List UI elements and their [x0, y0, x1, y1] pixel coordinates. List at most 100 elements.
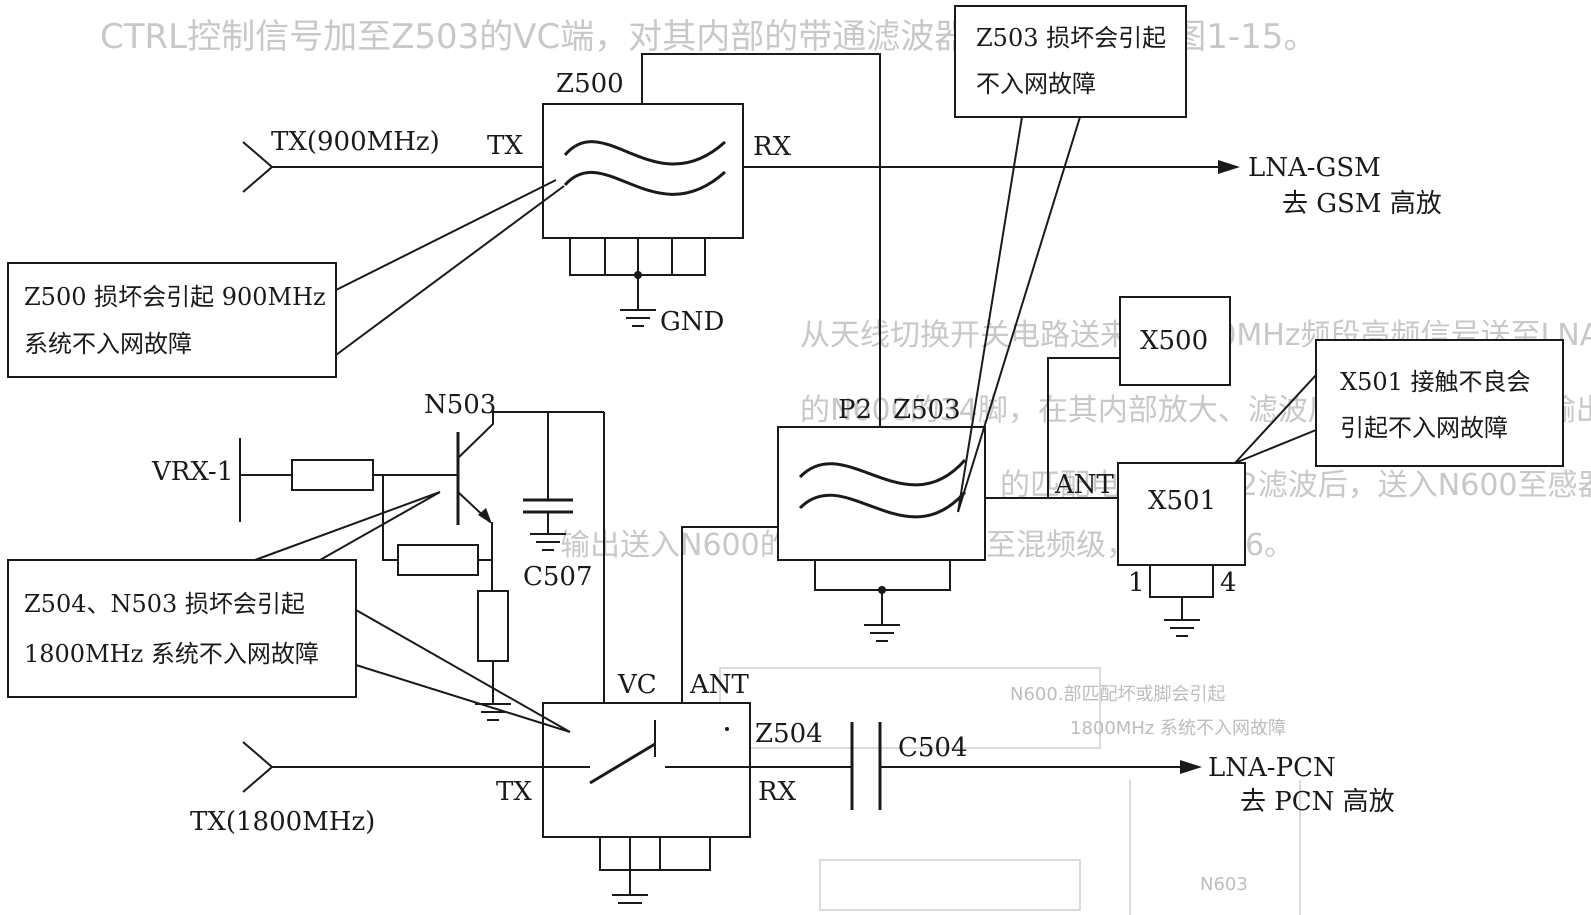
z504-vc-label: VC [617, 670, 657, 700]
z504-ant-label: ANT [689, 670, 750, 700]
z500-body [542, 103, 744, 239]
callout-z504-n503-leader-z504 [355, 609, 571, 733]
lna-gsm-label: LNA-GSM [1248, 153, 1381, 183]
lna-gsm-arrowhead [1218, 160, 1240, 174]
faint-note-line-2: 1800MHz 系统不入网故障 [1070, 718, 1286, 739]
lna-pcn-label: LNA-PCN [1208, 753, 1336, 783]
x500-name: X500 [1140, 326, 1208, 356]
tx900-input: TX(900MHz) [242, 127, 543, 193]
x501-body [1117, 462, 1246, 566]
tx1800-input: TX(1800MHz) [190, 741, 590, 837]
lna-pcn-sublabel: 去 PCN 高放 [1240, 787, 1395, 817]
z500-filter-wave-top [563, 140, 727, 166]
z500-ground-node [634, 271, 642, 279]
callout-x501-line-1: X501 接触不良会 [1340, 368, 1531, 396]
c507-name: C507 [523, 562, 593, 592]
z503-ant-label: ANT [1054, 470, 1115, 500]
z504-name: Z504 [755, 719, 823, 749]
callout-x501: X501 接触不良会 引起不入网故障 [1234, 339, 1564, 467]
x501-pin4-label: 4 [1220, 568, 1237, 598]
z500-to-z503-wire [641, 53, 881, 427]
callout-z500-line-1: Z500 损坏会引起 900MHz [24, 283, 326, 311]
x501-connector: X501 1 4 [1117, 462, 1246, 637]
z500-rx-label: RX [753, 132, 792, 162]
z503-ground-node [878, 586, 886, 594]
callout-z503-box [954, 5, 1187, 118]
x501-ground-symbol [1164, 619, 1200, 637]
tx900-label: TX(900MHz) [271, 127, 440, 157]
gnd-symbol-z500: GND [620, 307, 724, 337]
gnd-label: GND [660, 307, 724, 337]
feedback-resistor-wire [382, 475, 398, 561]
x500-branch-wire [1047, 357, 1120, 498]
z503-filter-wave-bottom [798, 491, 967, 519]
callout-x501-box [1315, 339, 1564, 467]
z504-ground-pins [599, 837, 711, 895]
callout-z504-n503-line-1: Z504、N503 损坏会引起 [24, 590, 305, 618]
lna-pcn-arrowhead [1180, 760, 1202, 774]
c507-ground-symbol [530, 533, 566, 551]
x501-ground-pins [1149, 565, 1214, 620]
z500-tx-label: TX [487, 131, 523, 161]
vrx1-resistor [291, 459, 374, 491]
c507-plates [523, 498, 573, 514]
callout-z500-line-2: 系统不入网故障 [24, 330, 192, 358]
z500-name: Z500 [556, 69, 624, 99]
lna-gsm-output: LNA-GSM 去 GSM 高放 [743, 153, 1442, 219]
c504-plates [850, 722, 882, 810]
c504-name: C504 [898, 733, 968, 763]
tx900-antenna-symbol [242, 141, 274, 193]
faint-lower-block [819, 859, 1081, 911]
callout-z500-box [7, 262, 337, 378]
n503-emitter-arrow [478, 508, 492, 524]
callout-x501-leader [1234, 374, 1317, 464]
callout-z504-n503-line-2: 1800MHz 系统不入网故障 [24, 640, 319, 668]
n503-collector-wire [493, 411, 549, 500]
faint-note-line-1: N600.部匹配坏或脚会引起 [1010, 684, 1226, 705]
gnd-symbol-z500-bars [620, 309, 656, 327]
emitter-resistor [477, 590, 509, 662]
x501-name: X501 [1148, 486, 1216, 516]
callout-z504-n503-box [7, 559, 357, 698]
faint-lower-line [1129, 780, 1301, 915]
z503-name: Z503 [893, 395, 961, 425]
vrx1-label: VRX-1 [151, 457, 233, 487]
faint-note: N600.部匹配坏或脚会引起 1800MHz 系统不入网故障 N603 [719, 667, 1301, 915]
callout-z504-n503-leader-n503 [254, 491, 441, 561]
z504-rx-label: RX [758, 777, 797, 807]
z504-tx-label: TX [496, 777, 532, 807]
z500-filter-wave-bottom [563, 170, 727, 196]
callout-z503: Z503 损坏会引起 不入网故障 [954, 5, 1187, 513]
feedback-resistor [397, 544, 479, 576]
z504-switch-blade [589, 742, 656, 785]
faint-lower-label: N603 [1200, 874, 1248, 895]
z504-to-z503-wire [681, 526, 778, 703]
z504-ant-dot [725, 727, 729, 731]
callout-z503-line-1: Z503 损坏会引起 [976, 24, 1166, 52]
z503-body [777, 426, 986, 561]
x500-connector: X500 [1119, 296, 1231, 386]
callout-z500-leader [335, 179, 565, 356]
callout-x501-line-2: 引起不入网故障 [1340, 414, 1508, 442]
z504-body [542, 702, 751, 838]
callout-z503-leader [957, 116, 1081, 513]
x500-body [1119, 296, 1231, 386]
callout-z500: Z500 损坏会引起 900MHz 系统不入网故障 [7, 179, 565, 378]
callout-z503-line-2: 不入网故障 [976, 70, 1096, 98]
z504-ground-symbol [612, 894, 648, 904]
lna-pcn-output: C504 LNA-PCN 去 PCN 高放 [665, 722, 1395, 817]
z503-p2-label: P2 [838, 395, 872, 425]
x501-pin1-label: 1 [1128, 568, 1145, 598]
callout-z504-n503: Z504、N503 损坏会引起 1800MHz 系统不入网故障 [7, 491, 571, 733]
z504-switch: VC ANT Z504 TX RX [496, 670, 823, 904]
n503-bias-circuit: VRX-1 N503 C507 [151, 390, 605, 721]
n503-name: N503 [424, 390, 496, 420]
z503-filter: P2 Z503 ANT [777, 395, 1115, 642]
z503-ground-symbol [864, 624, 900, 642]
n503-collector [457, 412, 494, 459]
z503-filter-wave-top [798, 459, 967, 487]
lna-gsm-sublabel: 去 GSM 高放 [1282, 189, 1442, 219]
tx1800-antenna-symbol [242, 741, 274, 793]
tx1800-label: TX(1800MHz) [190, 807, 375, 837]
